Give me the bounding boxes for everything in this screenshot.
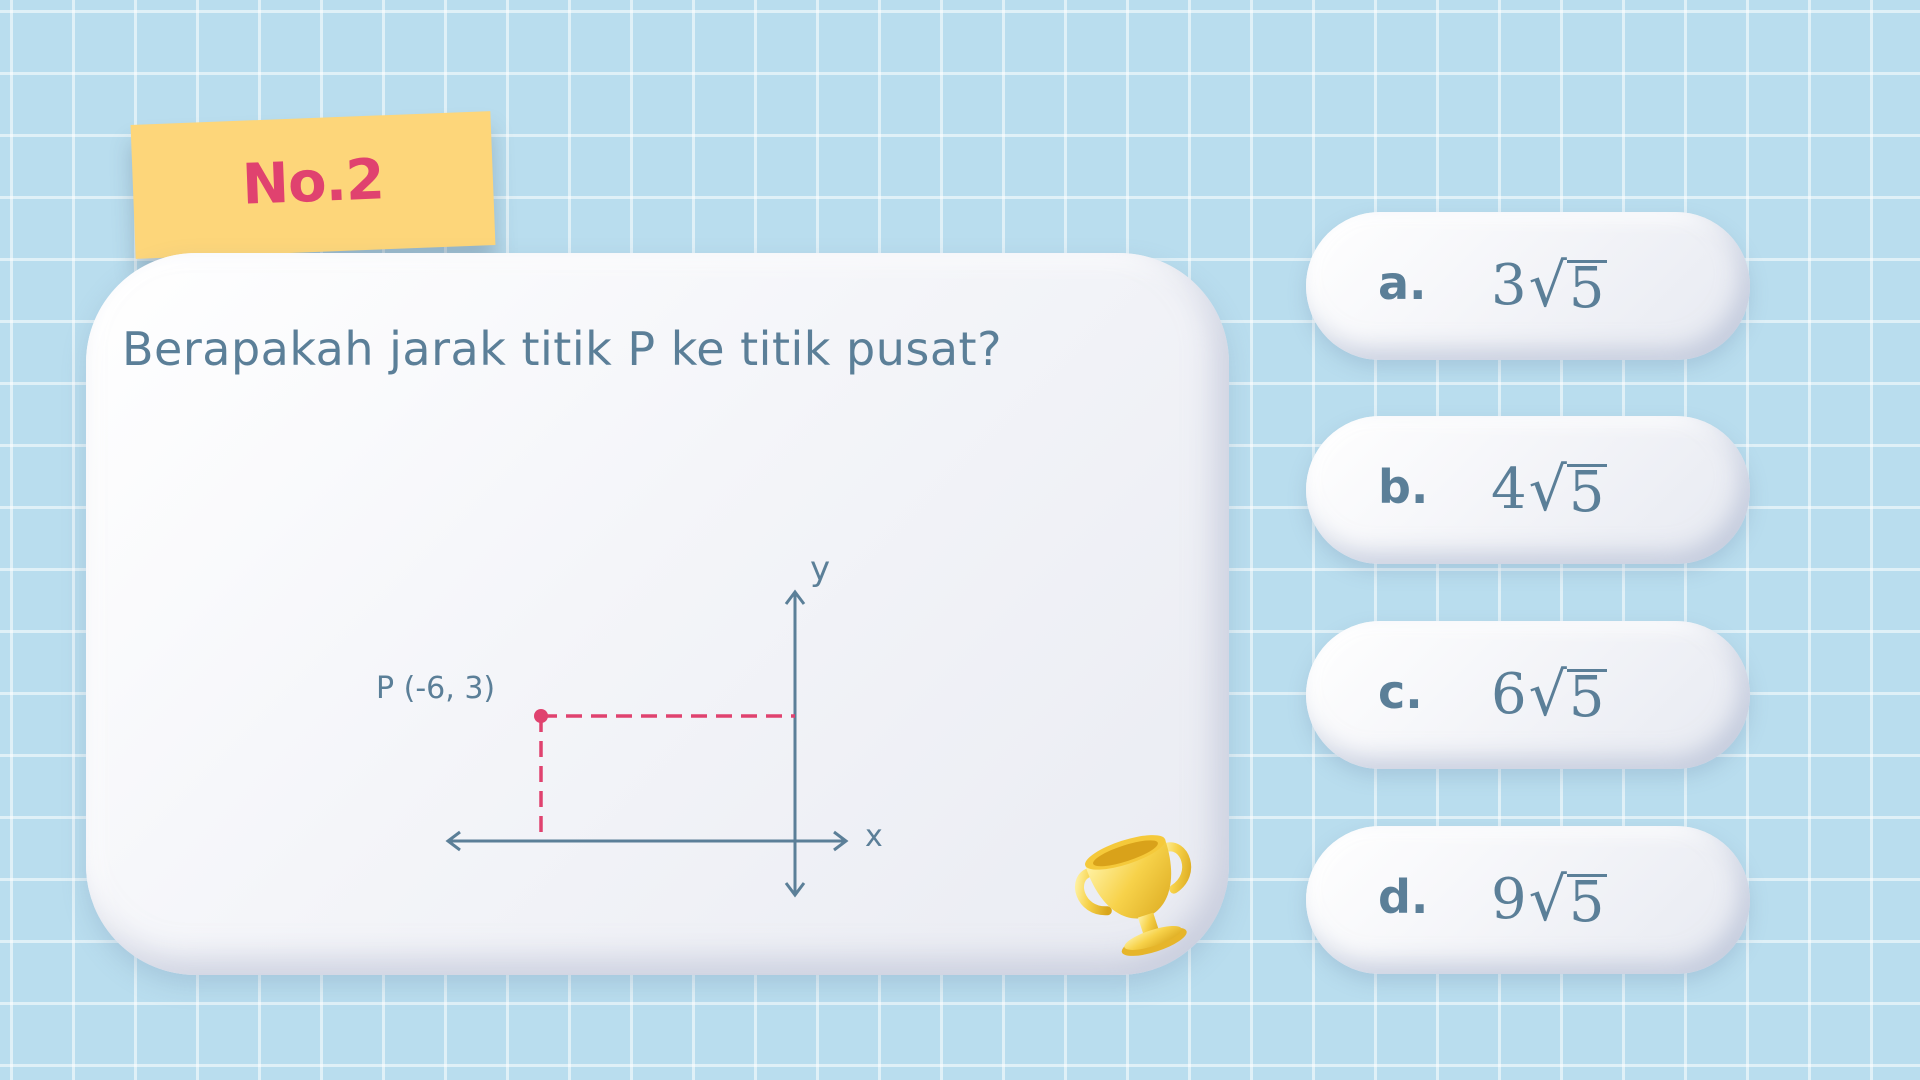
- option-b-button[interactable]: b. 4 √ 5: [1306, 416, 1750, 564]
- point-p: [534, 709, 548, 723]
- option-b-letter: b.: [1378, 460, 1429, 514]
- x-axis-left-arrow: [445, 830, 461, 852]
- x-axis-label: x: [865, 819, 883, 854]
- option-d-value: 9 √ 5: [1491, 865, 1607, 935]
- option-a-button[interactable]: a. 3 √ 5: [1306, 212, 1750, 360]
- option-c-value: 6 √ 5: [1491, 660, 1607, 730]
- y-axis-label: y: [810, 549, 830, 589]
- option-d-letter: d.: [1378, 870, 1429, 924]
- option-b-value: 4 √ 5: [1491, 455, 1607, 525]
- x-axis-right-arrow: [833, 830, 849, 852]
- question-number: No.2: [240, 146, 385, 218]
- option-c-button[interactable]: c. 6 √ 5: [1306, 621, 1750, 769]
- y-axis-bottom-arrow: [784, 882, 806, 898]
- option-c-letter: c.: [1378, 665, 1423, 719]
- trophy-icon: [1075, 835, 1192, 956]
- question-text: Berapakah jarak titik P ke titik pusat?: [122, 322, 1003, 376]
- point-p-label: P (-6, 3): [376, 671, 495, 706]
- option-a-letter: a.: [1378, 256, 1427, 310]
- question-number-tag: No.2: [130, 111, 496, 259]
- coordinate-diagram: P (-6, 3) x y: [376, 549, 883, 898]
- question-card: [86, 253, 1229, 975]
- option-d-button[interactable]: d. 9 √ 5: [1306, 826, 1750, 974]
- y-axis-top-arrow: [784, 589, 806, 605]
- option-a-value: 3 √ 5: [1491, 251, 1607, 321]
